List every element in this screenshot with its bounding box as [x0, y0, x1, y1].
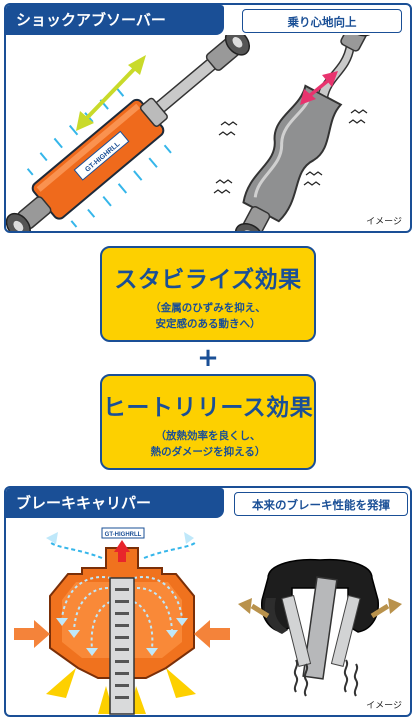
image-note: イメージ: [366, 701, 402, 711]
shock-absorber-panel: ショックアブソーバー 乗り心地向上 GT: [4, 3, 412, 233]
image-note: イメージ: [366, 217, 402, 227]
brake-caliper-title: ブレーキキャリパー: [6, 488, 224, 518]
untreated-caliper: [238, 558, 402, 697]
heat-desc-line2: 熱のダメージを抑える）: [150, 446, 266, 458]
ride-comfort-label: 乗り心地向上: [242, 9, 402, 33]
stabilize-desc-line2: 安定感のある動きへ）: [155, 318, 261, 330]
vibration-lines: [213, 109, 368, 194]
stabilize-effect-desc: （金属のひずみを抑え、 安定感のある動きへ）: [102, 300, 314, 332]
stabilize-effect-title: スタビライズ効果: [114, 267, 302, 293]
brake-caliper-panel: ブレーキキャリパー 本来のブレーキ性能を発揮 GT-HIGHRLL: [4, 486, 412, 717]
heat-desc-line1: （放熱効率を良くし、: [155, 430, 261, 442]
caliper-label-text: GT-HIGHRLL: [105, 532, 142, 538]
shock-absorber-title: ショックアブソーバー: [6, 5, 224, 35]
plus-sign: +: [197, 343, 219, 373]
heat-wave-lines: [293, 659, 359, 697]
brake-performance-label: 本来のブレーキ性能を発揮: [234, 492, 408, 516]
heat-arrows-down: [70, 144, 172, 228]
heat-release-effect-title: ヒートリリース効果: [102, 395, 314, 421]
heat-release-effect-desc: （放熱効率を良くし、 熱のダメージを抑える）: [102, 428, 314, 460]
distortion-arrow: [300, 71, 338, 105]
stabilize-desc-line1: （金属のひずみを抑え、: [150, 302, 266, 314]
heat-release-effect-box: ヒートリリース効果 （放熱効率を良くし、 熱のダメージを抑える）: [100, 374, 316, 470]
brake-caliper-illustration: GT-HIGHRLL: [14, 527, 402, 715]
shock-absorber-illustration: GT-HIGHRLL: [6, 35, 375, 231]
stability-arrow: [76, 55, 146, 131]
stabilize-effect-box: スタビライズ効果 （金属のひずみを抑え、 安定感のある動きへ）: [100, 246, 316, 342]
treated-caliper: GT-HIGHRLL: [14, 527, 230, 715]
